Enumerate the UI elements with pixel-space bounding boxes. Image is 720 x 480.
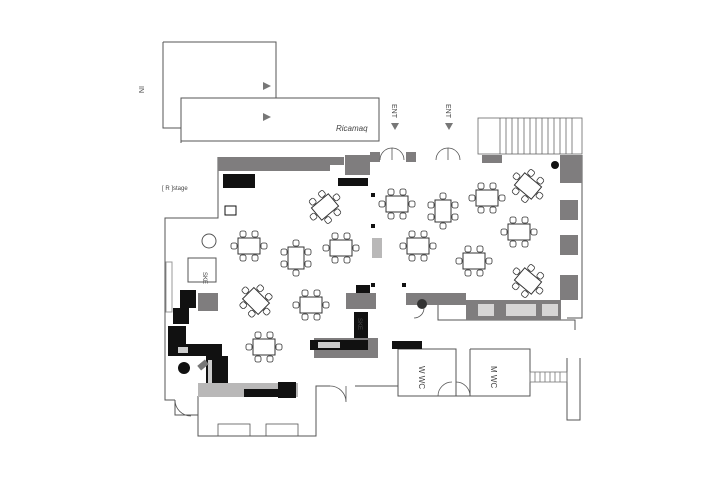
entrance-arrow-icon (445, 123, 453, 130)
stage-label: [ R ]stage (162, 186, 188, 192)
right-counter: SKE (310, 285, 422, 350)
entrance-doors (379, 147, 461, 161)
lower-rooms (174, 307, 471, 437)
left-counter: SKE (168, 257, 298, 398)
table (378, 188, 416, 220)
speaker (224, 205, 237, 216)
table (399, 230, 437, 262)
top-annex (162, 41, 380, 143)
box-label: SKE (201, 272, 207, 284)
table (232, 277, 280, 325)
stage-block (223, 174, 255, 188)
table (468, 182, 506, 214)
table (455, 245, 493, 277)
arrow-icon (263, 113, 271, 121)
table (292, 289, 330, 321)
table (322, 232, 360, 264)
box-label: SKE (356, 318, 362, 330)
plant-icon (201, 233, 217, 249)
table (245, 331, 283, 363)
table (301, 183, 349, 231)
ent-label-right: ENT (444, 104, 451, 119)
ramp (529, 371, 568, 383)
in-label: IN (137, 86, 144, 93)
table (500, 216, 538, 248)
wc-women-label: W WC (417, 366, 426, 389)
entrance-arrow-icon (391, 123, 399, 130)
wc-men-label: M WC (489, 366, 498, 388)
signature: Ricamaq (336, 124, 368, 133)
arrow-icon (263, 82, 271, 90)
black-markers (371, 161, 559, 309)
ent-label-left: ENT (390, 104, 397, 119)
table (230, 230, 268, 262)
table (504, 257, 552, 305)
wall-fixtures (478, 304, 558, 316)
pillar (372, 238, 382, 258)
stairs (477, 117, 583, 155)
table (280, 239, 312, 277)
window (165, 261, 173, 313)
table (427, 192, 459, 230)
table (504, 162, 552, 210)
counter (338, 178, 368, 186)
